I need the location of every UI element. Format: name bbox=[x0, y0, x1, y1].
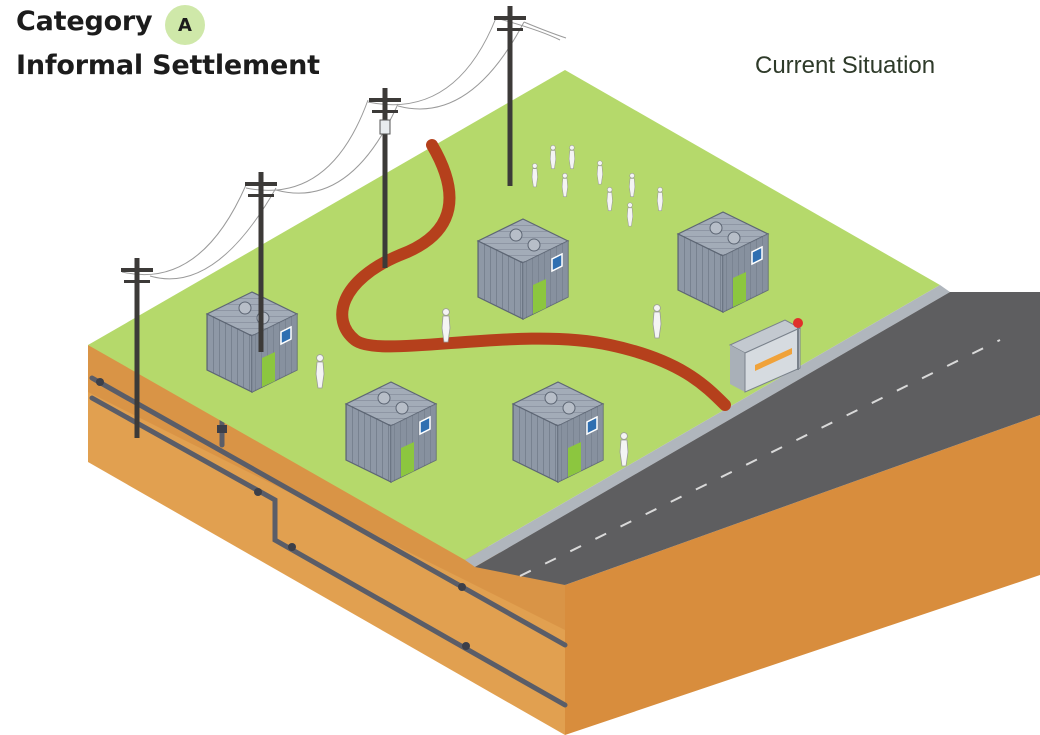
scene-caption: Current Situation bbox=[755, 52, 936, 79]
soil-right-face bbox=[565, 415, 1040, 735]
shack-2 bbox=[477, 218, 569, 320]
shack-1 bbox=[206, 291, 298, 393]
sidewalk bbox=[465, 285, 950, 567]
shack-4 bbox=[345, 381, 437, 483]
bus-shelter bbox=[728, 318, 803, 393]
shack-5 bbox=[512, 381, 604, 483]
road bbox=[475, 292, 1040, 585]
category-label: Category bbox=[16, 6, 153, 37]
shack-3 bbox=[677, 211, 769, 313]
settlement-type-title: Informal Settlement bbox=[16, 50, 320, 81]
soil-band-front bbox=[88, 345, 565, 630]
road-markings bbox=[519, 339, 1001, 577]
dirt-path bbox=[336, 139, 731, 411]
category-badge: A bbox=[165, 5, 205, 45]
